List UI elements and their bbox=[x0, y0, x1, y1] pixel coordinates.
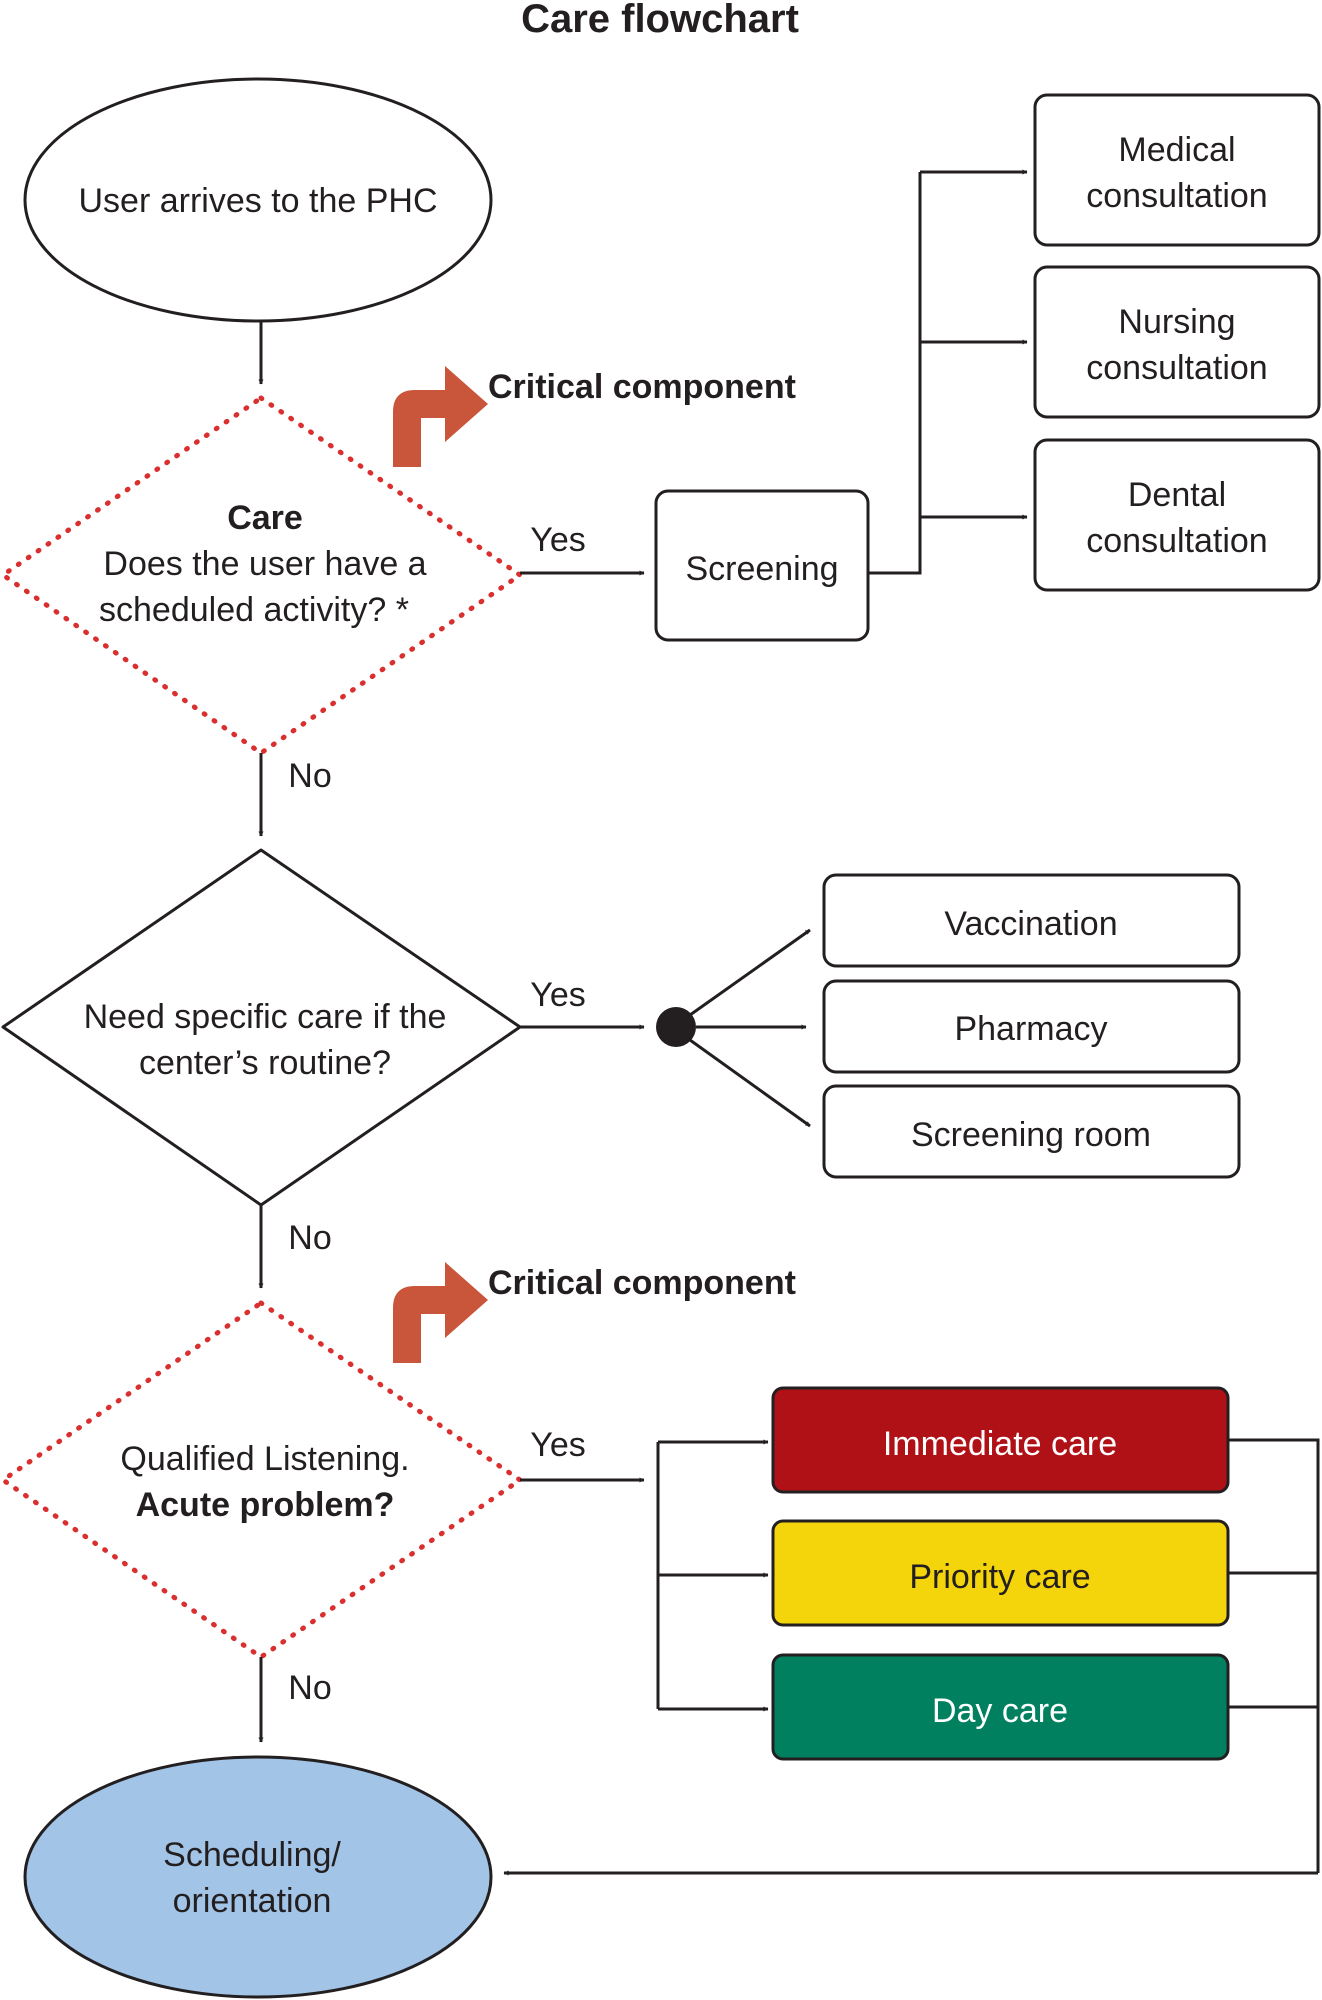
yes-label-2: Yes bbox=[530, 976, 585, 1014]
dental-line1: Dental bbox=[1128, 476, 1226, 514]
arrow-to-screening-room bbox=[689, 1038, 811, 1128]
critical-label-2: Critical component bbox=[488, 1264, 796, 1302]
decision2-line1: Need specific care if the bbox=[84, 998, 447, 1036]
connector-return bbox=[1228, 1438, 1320, 1873]
start-node bbox=[23, 77, 493, 323]
medical-line2: consultation bbox=[1086, 177, 1267, 215]
decision2-line2: center’s routine? bbox=[139, 1044, 391, 1082]
decision3-bold: Acute problem? bbox=[136, 1486, 395, 1524]
nursing-line2: consultation bbox=[1086, 349, 1267, 387]
start-label: User arrives to the PHC bbox=[79, 182, 438, 220]
junction-dot bbox=[656, 1007, 696, 1047]
nursing-consultation-box bbox=[1033, 265, 1321, 419]
screening-room-label: Screening room bbox=[911, 1116, 1151, 1154]
immediate-care-label: Immediate care bbox=[883, 1425, 1117, 1463]
priority-care-label: Priority care bbox=[909, 1558, 1090, 1596]
arrow-to-vaccination bbox=[689, 928, 811, 1017]
decision1-bold: Care bbox=[227, 499, 303, 537]
day-care-label: Day care bbox=[932, 1692, 1068, 1730]
decision1-line2: scheduled activity? * bbox=[99, 591, 409, 629]
decision1-line1: Does the user have a bbox=[103, 545, 426, 583]
end-line2: orientation bbox=[173, 1882, 332, 1920]
dental-consultation-box bbox=[1033, 438, 1321, 592]
dental-line2: consultation bbox=[1086, 522, 1267, 560]
critical-arrow-icon bbox=[393, 1262, 488, 1363]
decision3-line1: Qualified Listening. bbox=[120, 1440, 409, 1478]
decision-care-scheduled bbox=[0, 394, 525, 757]
end-line1: Scheduling/ bbox=[163, 1836, 341, 1874]
chart-title: Care flowchart bbox=[521, 0, 799, 41]
screening-box bbox=[654, 489, 870, 642]
decision-acute-problem bbox=[0, 1299, 525, 1661]
yes-label-3: Yes bbox=[530, 1426, 585, 1464]
screening-room-box bbox=[822, 1084, 1241, 1179]
end-node bbox=[23, 1755, 493, 1999]
pharmacy-label: Pharmacy bbox=[954, 1010, 1107, 1048]
critical-label-1: Critical component bbox=[488, 368, 796, 406]
no-label-3: No bbox=[288, 1669, 331, 1707]
no-label-2: No bbox=[288, 1219, 331, 1257]
nursing-line1: Nursing bbox=[1118, 303, 1235, 341]
medical-line1: Medical bbox=[1118, 131, 1235, 169]
yes-label-1: Yes bbox=[530, 521, 585, 559]
connector-screening bbox=[868, 172, 922, 575]
medical-consultation-box bbox=[1033, 93, 1321, 247]
no-label-1: No bbox=[288, 757, 331, 795]
critical-arrow-icon bbox=[393, 366, 488, 467]
vaccination-box bbox=[822, 873, 1241, 968]
pharmacy-box bbox=[822, 979, 1241, 1074]
screening-label: Screening bbox=[685, 550, 838, 588]
vaccination-label: Vaccination bbox=[944, 905, 1117, 943]
